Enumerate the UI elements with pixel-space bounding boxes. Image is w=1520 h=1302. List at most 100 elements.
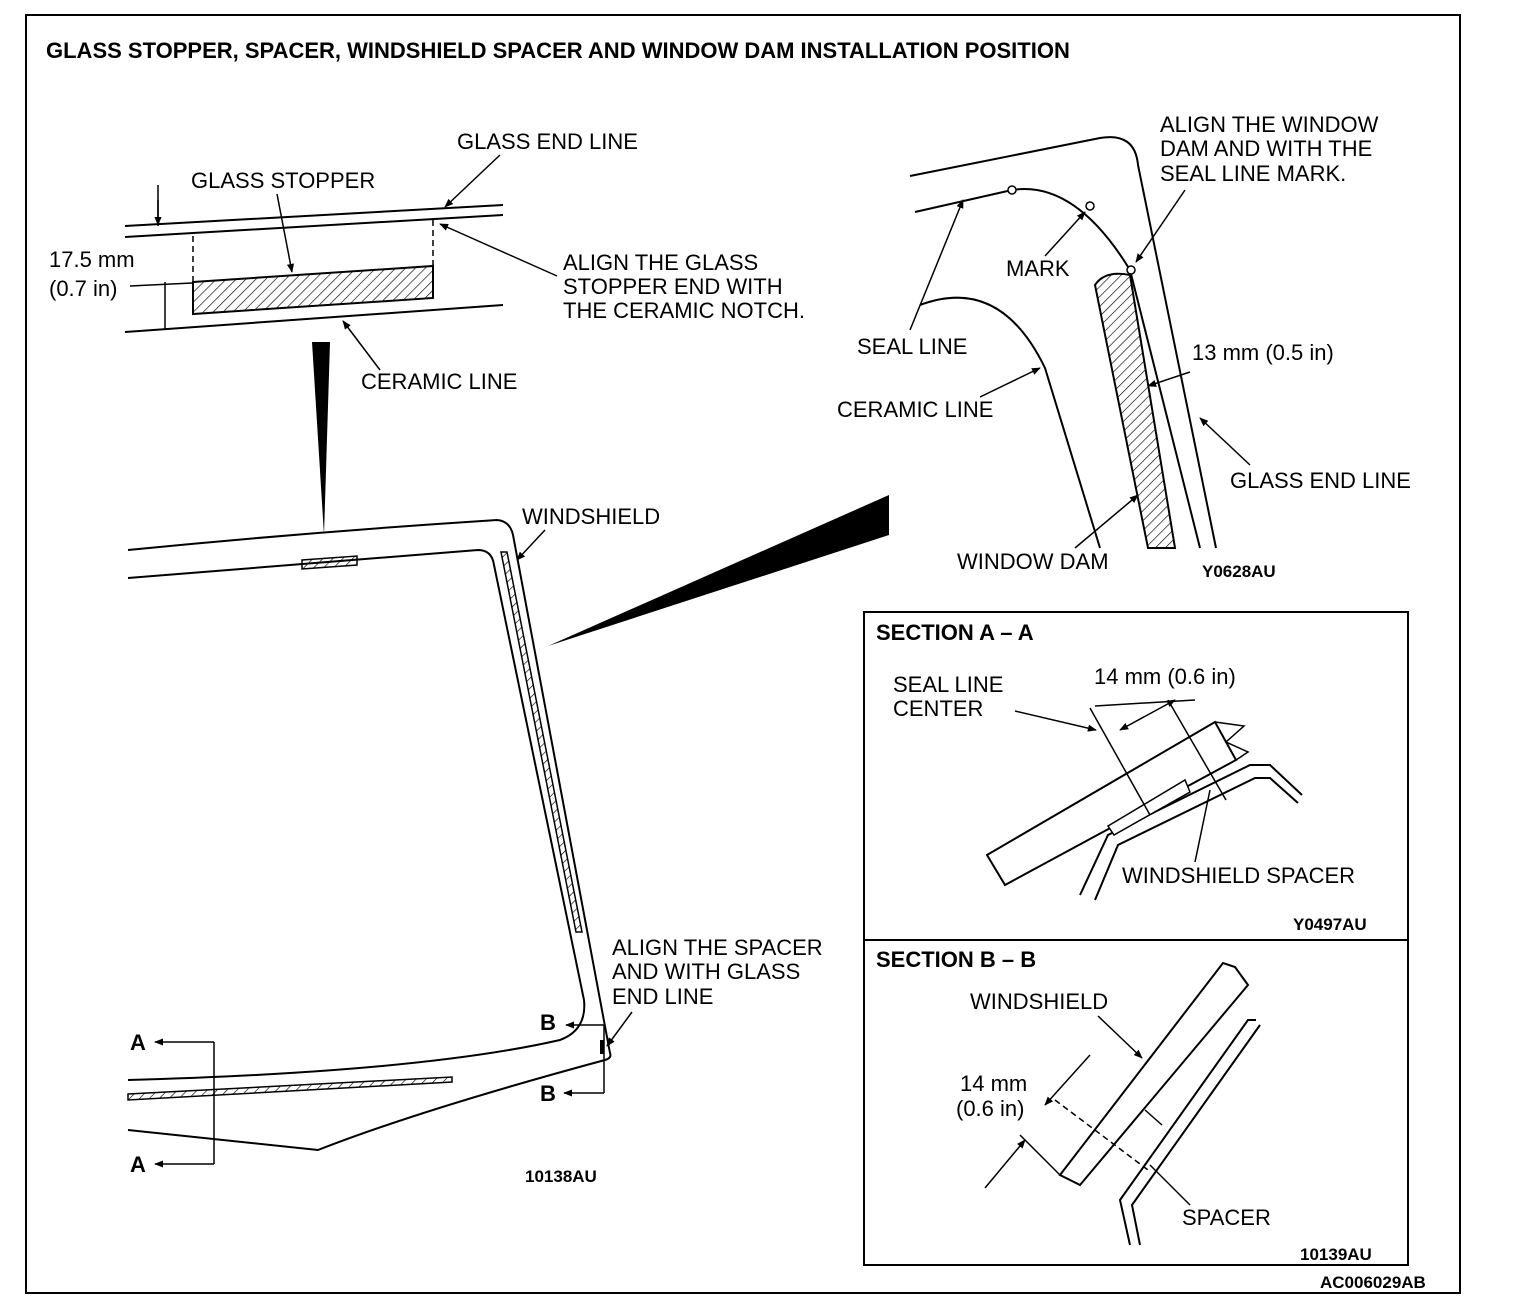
detail-pointer-wedge [312, 342, 330, 535]
spacer-leader [1149, 1164, 1191, 1206]
ceramic-inner-outline [127, 548, 586, 1081]
dam-dimension-label: 13 mm (0.5 in) [1192, 340, 1334, 365]
section-b-letter-bottom: B [540, 1081, 556, 1106]
section-bb: SECTION B – B WINDSHIELD 14 mm (0.6 in) … [876, 947, 1372, 1264]
glass-stopper-block [192, 264, 434, 316]
section-aa-body-outer [1079, 764, 1303, 896]
aa-dimension-label: 14 mm (0.6 in) [1094, 664, 1236, 689]
windshield-outline [127, 518, 612, 1152]
bb-dimension-in: (0.6 in) [956, 1096, 1024, 1121]
bb-dim-arrow-bottom [984, 1139, 1026, 1189]
aa-dimension-arrow [1119, 699, 1176, 731]
bb-windshield-label: WINDSHIELD [970, 989, 1108, 1014]
sections-box [863, 611, 1409, 1266]
bottom-dam-strip [127, 1076, 453, 1101]
corner-ceramic-leader [979, 367, 1041, 398]
mark-label: MARK [1006, 256, 1070, 281]
seal-mark-3 [1126, 265, 1136, 275]
spacer-align-note-2: AND WITH GLASS [612, 959, 800, 984]
corner-pointer-wedge [548, 495, 889, 646]
windshield-view: WINDSHIELD ALIGN THE SPACER AND WITH GLA… [127, 495, 889, 1186]
spacer-align-note-3: END LINE [612, 984, 713, 1009]
glass-stopper-leader [276, 193, 295, 273]
seal-mark-2 [1085, 201, 1095, 211]
glass-end-line-label: GLASS END LINE [457, 129, 638, 154]
section-a-letter-bottom: A [130, 1152, 146, 1177]
dam-align-leader [1135, 189, 1186, 263]
glass-stopper-mark [301, 555, 358, 570]
spacer-shape [1144, 1109, 1163, 1126]
corner-seal-line [914, 188, 1201, 549]
corner-glass-end-line [909, 136, 1217, 549]
window-dam-profile [1093, 272, 1177, 549]
glass-end-line-upper [124, 204, 504, 227]
dim-leader-bottom [129, 282, 193, 287]
section-bb-code: 10139AU [1300, 1245, 1372, 1264]
spacer-mark [600, 1040, 604, 1054]
section-aa-heading: SECTION A – A [876, 620, 1034, 645]
stopper-dimension-mm: 17.5 mm [49, 247, 135, 272]
stopper-align-note-3: THE CERAMIC NOTCH. [563, 298, 805, 323]
bb-dimension-mm: 14 mm [960, 1071, 1027, 1096]
stopper-align-leader [439, 223, 558, 277]
dam-align-note-3: SEAL LINE MARK. [1160, 161, 1346, 186]
seal-line-leader [909, 199, 964, 331]
window-dam-corner-detail: ALIGN THE WINDOW DAM AND WITH THE SEAL L… [837, 112, 1411, 581]
section-b-letter-top: B [540, 1010, 556, 1035]
corner-ceramic-line [919, 296, 1101, 549]
corner-glass-end-leader [1199, 417, 1251, 466]
section-aa-break [1214, 721, 1250, 761]
figure-title: GLASS STOPPER, SPACER, WINDSHIELD SPACER… [46, 38, 1070, 63]
seal-line-center-leader [1014, 710, 1097, 732]
section-aa-code: Y0497AU [1293, 915, 1367, 934]
section-bb-body-outer [1118, 1019, 1256, 1246]
stopper-align-note-2: STOPPER END WITH [563, 274, 783, 299]
seal-line-label: SEAL LINE [857, 334, 967, 359]
spacer-align-leader [606, 1011, 633, 1047]
ceramic-line-stroke [124, 304, 504, 333]
windshield-view-code: 10138AU [525, 1167, 597, 1186]
spacer-label: SPACER [1182, 1205, 1271, 1230]
seal-line-center-label-1: SEAL LINE [893, 672, 1003, 697]
section-aa: SECTION A – A 14 mm (0.6 in) SEAL LINE C… [876, 620, 1367, 934]
section-a-letter-top: A [130, 1030, 146, 1055]
windshield-spacer-label: WINDSHIELD SPACER [1122, 863, 1355, 888]
seal-line-center-label-2: CENTER [893, 696, 983, 721]
aa-dim-ext-right [1167, 699, 1227, 801]
bb-dim-arrow-top [1044, 1054, 1091, 1106]
stopper-align-note-1: ALIGN THE GLASS [563, 250, 758, 275]
aa-dim-ext-top [1094, 699, 1196, 707]
section-bb-heading: SECTION B – B [876, 947, 1036, 972]
ceramic-line-label: CERAMIC LINE [361, 369, 517, 394]
figure-code: AC006029AB [1320, 1273, 1426, 1292]
window-dam-strip [500, 551, 583, 933]
windshield-spacer-shape [1106, 778, 1191, 836]
stopper-dimension-in: (0.7 in) [49, 276, 117, 301]
spacer-align-note-1: ALIGN THE SPACER [612, 935, 823, 960]
windshield-leader [516, 529, 546, 561]
section-bb-body-inner [1130, 1024, 1261, 1246]
mark-leader [1044, 211, 1086, 257]
section-aa-body-inner [1094, 777, 1299, 901]
ceramic-line-leader [342, 320, 381, 371]
dam-align-note-1: ALIGN THE WINDOW [1160, 112, 1379, 137]
corner-detail-code: Y0628AU [1202, 562, 1276, 581]
glass-end-line-leader [444, 154, 501, 208]
window-dam-leader [1074, 494, 1139, 549]
bb-dim-ext [1019, 1134, 1061, 1176]
bb-windshield-leader [1097, 1015, 1143, 1059]
seal-line-center-mark [1089, 707, 1151, 816]
glass-edge-line [124, 214, 504, 238]
dam-align-note-2: DAM AND WITH THE [1160, 136, 1372, 161]
figure-frame [25, 14, 1461, 1294]
section-bb-glass [1058, 961, 1250, 1187]
dam-dimension-arrow [1147, 371, 1191, 387]
seal-mark-1 [1007, 185, 1017, 195]
glass-stopper-detail: 17.5 mm (0.7 in) GLASS END LINE GLASS ST… [49, 129, 805, 535]
glass-stopper-label: GLASS STOPPER [191, 168, 375, 193]
window-dam-label: WINDOW DAM [957, 549, 1109, 574]
windshield-label: WINDSHIELD [522, 504, 660, 529]
corner-glass-end-label: GLASS END LINE [1230, 468, 1411, 493]
windshield-spacer-leader [1194, 789, 1211, 863]
